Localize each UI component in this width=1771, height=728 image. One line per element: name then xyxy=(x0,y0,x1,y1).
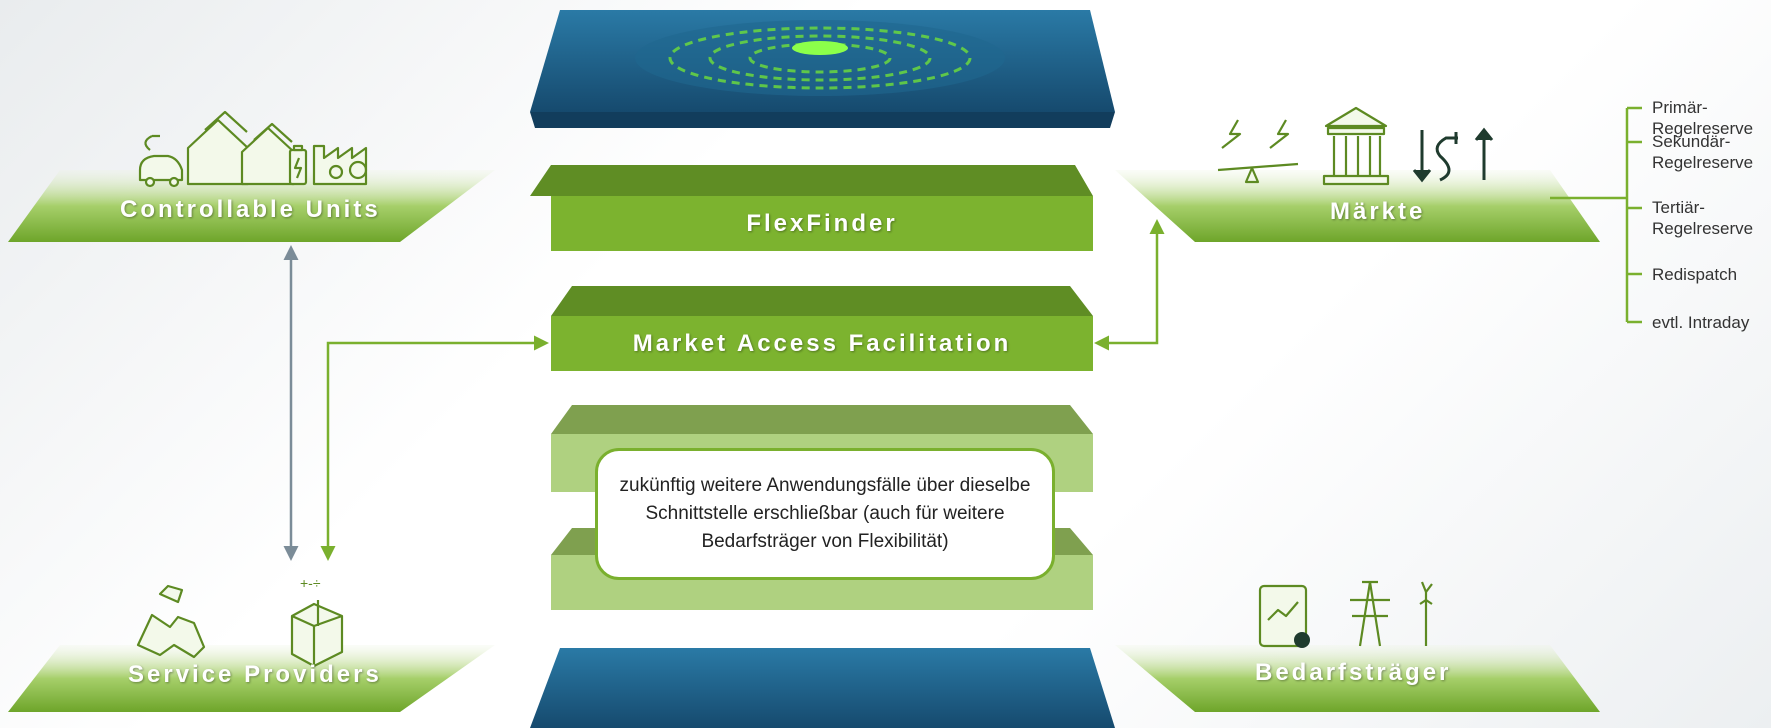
service-providers-label: Service Providers xyxy=(128,661,382,688)
exchange-building-icon xyxy=(1322,106,1390,186)
algorithm-box-icon: +-÷ xyxy=(290,575,344,668)
maf-label: Market Access Facilitation xyxy=(632,329,1012,357)
flex-device-top xyxy=(530,10,1115,128)
maerkte-label: Märkte xyxy=(1330,198,1426,225)
handshake-icon xyxy=(136,584,206,659)
maf-markets-arrow xyxy=(1094,219,1165,351)
market-item-intraday: evtl. Intraday xyxy=(1652,313,1750,332)
market-item-redispatch: Redispatch xyxy=(1652,265,1738,284)
market-item-sekundaer: Sekundär-Regelreserve xyxy=(1652,132,1754,172)
power-pylon-icon xyxy=(1350,580,1390,647)
controllable-units-label: Controllable Units xyxy=(120,196,381,223)
layer-flexfinder-slab xyxy=(530,165,1093,251)
platform-bedarfstraeger xyxy=(1115,645,1600,712)
svg-text:+-÷: +-÷ xyxy=(300,575,321,591)
maf-service-arrow xyxy=(320,335,549,561)
market-item-tertiaer: Tertiär-Regelreserve xyxy=(1652,198,1754,238)
market-list-bracket xyxy=(1550,106,1642,324)
report-icon xyxy=(1258,584,1310,648)
house-solar-icon xyxy=(186,110,250,186)
layer-maf-slab xyxy=(551,286,1093,371)
factory-icon xyxy=(312,144,368,186)
market-item-primaer: Primär-Regelreserve xyxy=(1652,98,1754,138)
grid-flow-icon xyxy=(1412,127,1494,183)
house-solar-icon xyxy=(240,122,296,186)
bedarfstraeger-label: Bedarfsträger xyxy=(1255,659,1452,686)
ev-charging-icon xyxy=(138,134,184,188)
flexfinder-label: FlexFinder xyxy=(746,209,898,237)
battery-icon xyxy=(288,144,308,186)
platform-controllable-units xyxy=(8,170,495,242)
power-balance-icon xyxy=(1217,119,1299,184)
platform-service-providers xyxy=(8,645,495,712)
future-usecases-box: zukünftig weitere Anwendungsfälle über d… xyxy=(595,448,1055,580)
wind-turbine-icon xyxy=(1419,581,1433,646)
flex-device-bottom xyxy=(530,648,1115,728)
platform-maerkte xyxy=(1115,170,1600,242)
